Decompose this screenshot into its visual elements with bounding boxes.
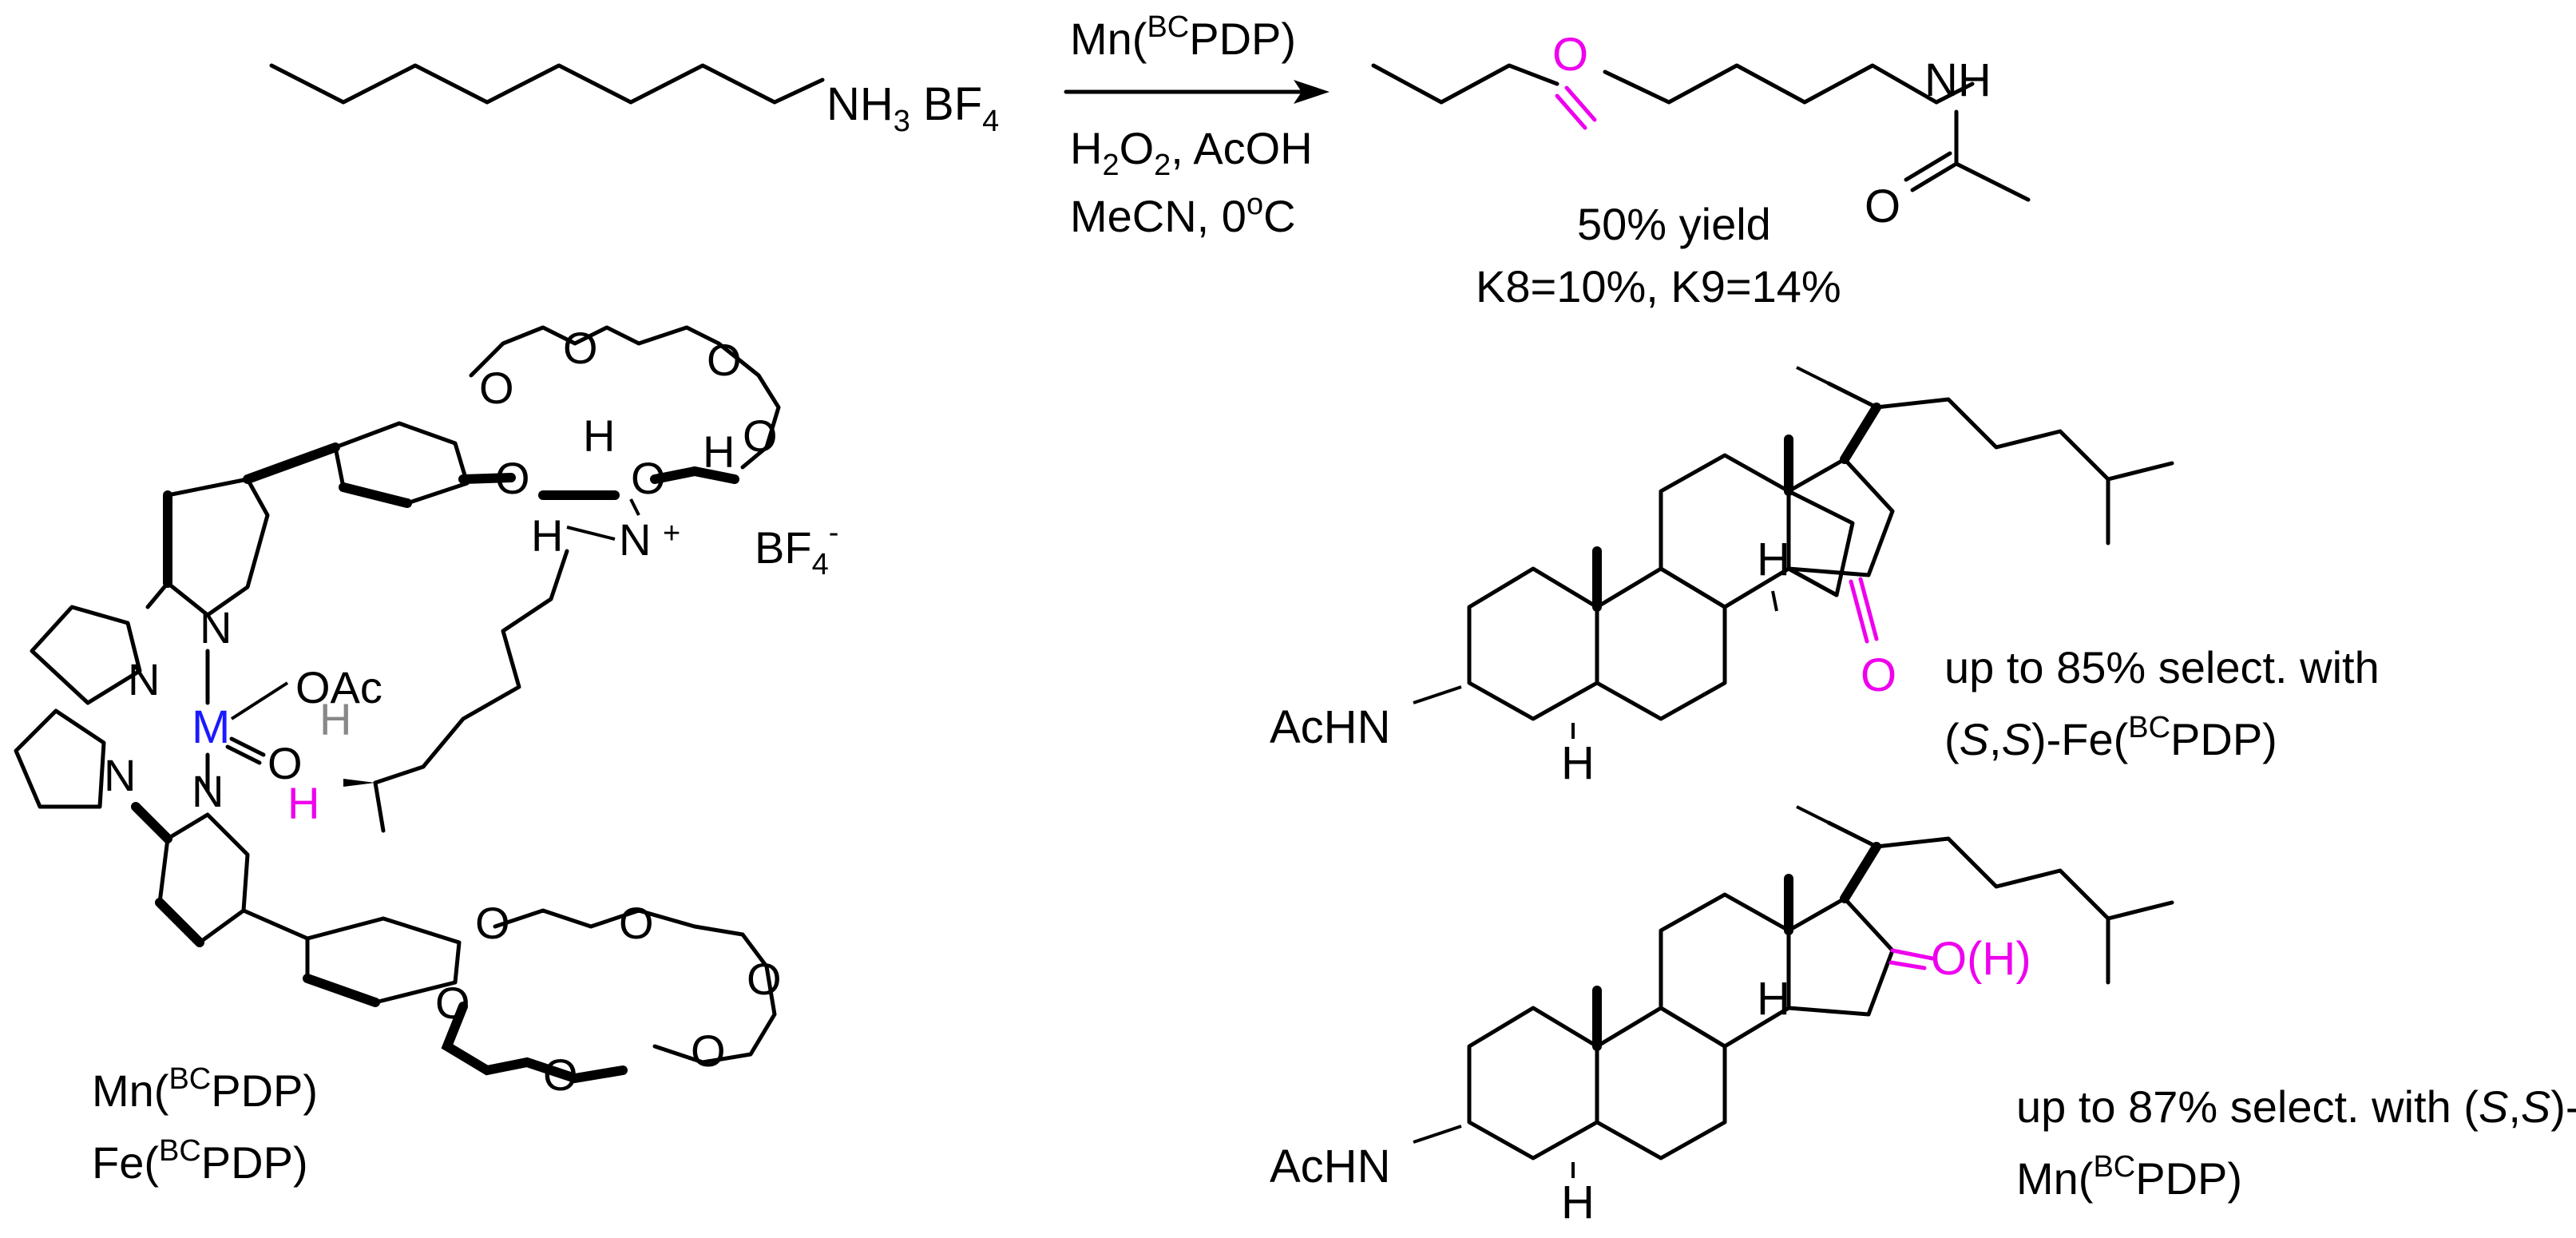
upper-pyridine bbox=[165, 477, 270, 617]
svg-text:O: O bbox=[543, 1050, 578, 1100]
svg-text:N: N bbox=[128, 654, 160, 704]
acetate-ligand: OAc bbox=[295, 662, 382, 712]
svg-text:H: H bbox=[703, 427, 735, 477]
svg-text:O(H): O(H) bbox=[1931, 933, 2031, 985]
lower-crown-ether bbox=[493, 908, 777, 1065]
bound-alkyl-chain bbox=[373, 549, 569, 833]
svg-text:O: O bbox=[619, 898, 654, 948]
svg-text:O: O bbox=[1552, 29, 1588, 81]
svg-text:O: O bbox=[743, 411, 778, 461]
svg-text:H: H bbox=[583, 411, 615, 461]
substrate-ammonium-label: NH3 BF4 bbox=[826, 78, 999, 138]
svg-text:O: O bbox=[707, 335, 742, 385]
svg-text:NH3 BF4: NH3 BF4 bbox=[826, 78, 999, 138]
product-co-bond-1 bbox=[1910, 161, 1959, 192]
svg-text:O: O bbox=[435, 978, 470, 1028]
product-yield: 50% yield bbox=[1577, 199, 1771, 249]
product-c-n-bond bbox=[1934, 81, 1975, 105]
product-ketone-highlight: O bbox=[1552, 29, 1597, 130]
product-selectivity: K8=10%, K9=14% bbox=[1476, 261, 1841, 311]
steroid-2-note-line2: Mn(BCPDP) bbox=[2016, 1150, 2242, 1204]
substrate-alkyl-chain bbox=[269, 63, 825, 105]
svg-text:AcHN: AcHN bbox=[1270, 1141, 1390, 1192]
svg-text:O: O bbox=[747, 954, 782, 1004]
product-acetyl-bond bbox=[1954, 109, 2031, 202]
product-amide-o: O bbox=[1865, 181, 1900, 232]
catalyst-name-mn: Mn(BCPDP) bbox=[92, 1062, 318, 1116]
product-nh-label: NH bbox=[1924, 54, 1991, 106]
svg-text:H: H bbox=[1561, 1176, 1595, 1228]
reaction-arrow bbox=[1064, 80, 1330, 104]
svg-text:H: H bbox=[1757, 973, 1790, 1025]
svg-text:AcHN: AcHN bbox=[1270, 701, 1390, 753]
svg-text:H: H bbox=[287, 778, 319, 828]
svg-text:H: H bbox=[531, 510, 563, 561]
catalyst-name-fe: Fe(BCPDP) bbox=[92, 1134, 308, 1188]
oxo-ligand: O bbox=[268, 738, 303, 788]
product-chain bbox=[1371, 63, 1559, 105]
lower-pyrrolidine bbox=[14, 708, 106, 809]
steroid-2-structure: O(H) H H AcHN bbox=[1270, 805, 2174, 1228]
svg-text:H: H bbox=[319, 694, 351, 744]
svg-text:+: + bbox=[663, 517, 680, 550]
ammonium-n: N bbox=[619, 514, 651, 565]
svg-text:O: O bbox=[691, 1026, 726, 1076]
steroid-1-note-line2: (S,S)-Fe(BCPDP) bbox=[1944, 711, 2277, 764]
steroid-2-note-line1: up to 87% select. with (S,S)- bbox=[2016, 1081, 2576, 1132]
svg-text:H: H bbox=[1757, 534, 1790, 585]
product-co-bond-2 bbox=[1904, 151, 1952, 182]
svg-text:N: N bbox=[104, 750, 136, 800]
svg-text:O: O bbox=[479, 363, 514, 413]
counterion-bf4: BF4- bbox=[755, 516, 838, 581]
solvent-temperature: MeCN, 0oC bbox=[1070, 188, 1296, 241]
svg-text:N: N bbox=[192, 766, 224, 816]
steroid-1-note-line1: up to 85% select. with bbox=[1944, 642, 2380, 692]
catalyst-structure: O O O O O O H H H N + BF4- N N N M bbox=[14, 323, 838, 1100]
svg-text:O: O bbox=[1861, 649, 1896, 701]
catalyst-reagent: Mn(BCPDP) bbox=[1070, 10, 1296, 64]
reaction-conditions: Mn(BCPDP) H2O2, AcOH MeCN, 0oC bbox=[1070, 10, 1313, 241]
oxidant-reagent: H2O2, AcOH bbox=[1070, 123, 1313, 182]
svg-text:N: N bbox=[200, 602, 232, 653]
product-chain-2 bbox=[1603, 63, 1939, 105]
steroid-1-structure: O H H AcHN bbox=[1270, 366, 2174, 789]
lower-pyridine bbox=[157, 812, 250, 945]
svg-text:O: O bbox=[475, 898, 510, 948]
metal-center: M bbox=[192, 701, 230, 753]
svg-text:H: H bbox=[1561, 737, 1595, 789]
svg-text:O: O bbox=[563, 323, 598, 373]
upper-pyrrolidine bbox=[30, 605, 142, 705]
upper-crown-ether bbox=[469, 325, 781, 470]
